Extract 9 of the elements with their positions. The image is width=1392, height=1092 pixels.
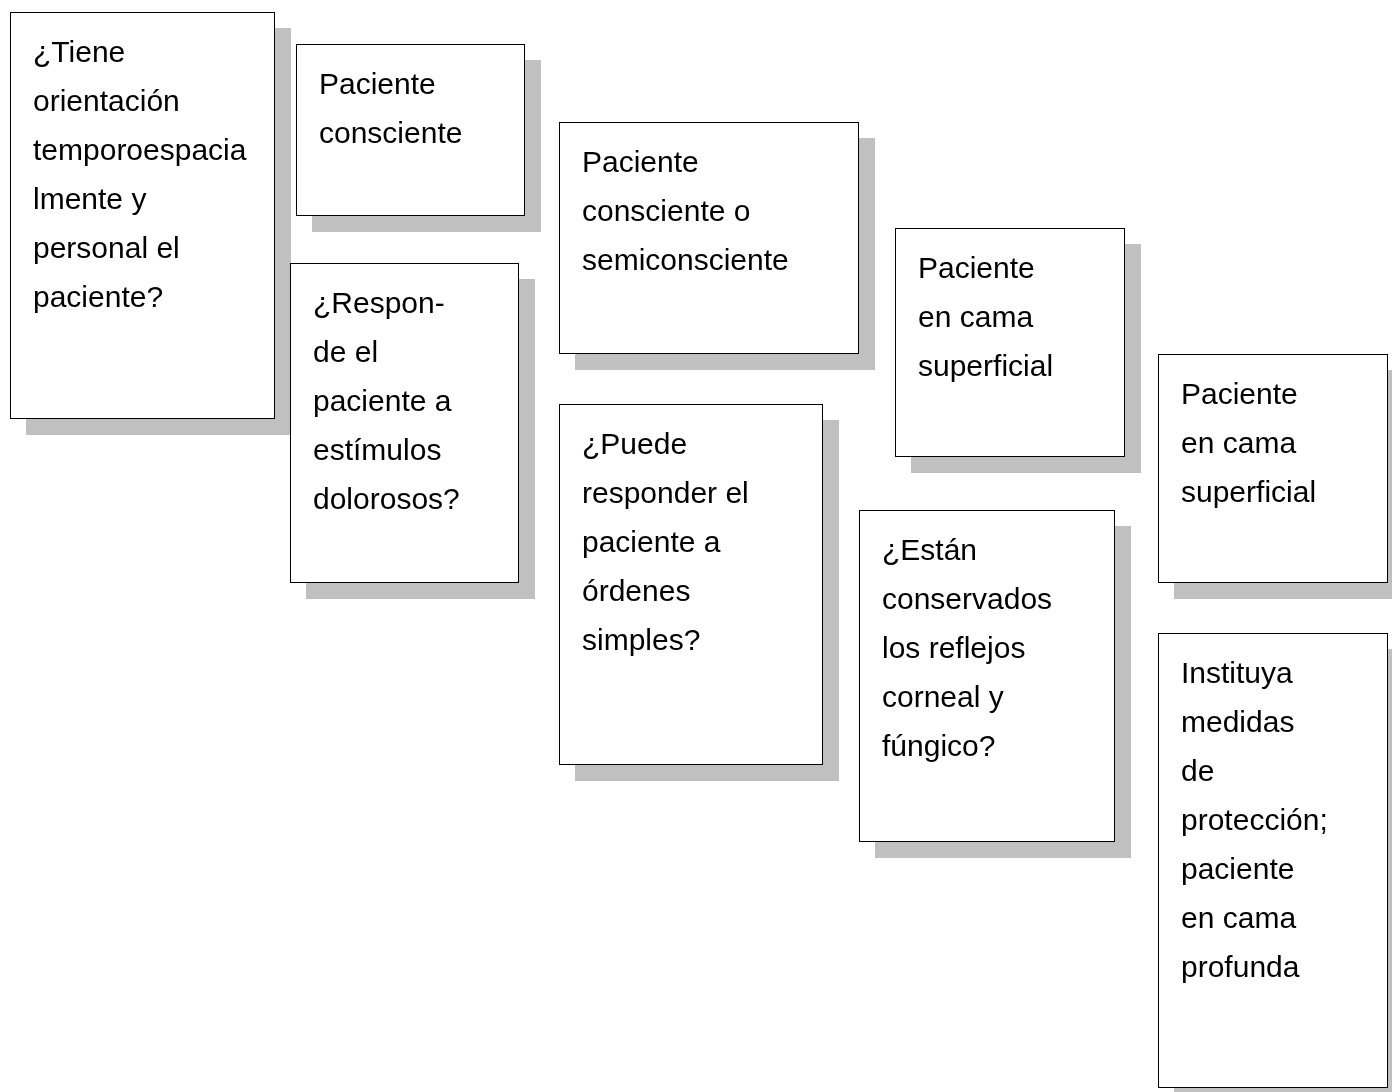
box-text: ¿Respon- de el paciente a estímulos dolorosos?	[313, 285, 461, 517]
box-text: Paciente en cama superficial	[918, 250, 1055, 384]
box-text: ¿Tiene orientación temporoespacialmente y personal el paciente?	[33, 34, 248, 315]
box-text: ¿Están conservados los reflejos corneal y fúngico?	[882, 532, 1054, 764]
box-text: ¿Puede responder el paciente a órdenes simples?	[582, 426, 750, 658]
box-text: Instituya medidas de protección; paciente en cama profunda	[1181, 655, 1329, 985]
box-text: Paciente consciente o semiconsciente	[582, 144, 790, 278]
box-text: Paciente consciente	[319, 66, 464, 151]
box-text: Paciente en cama superficial	[1181, 376, 1318, 510]
